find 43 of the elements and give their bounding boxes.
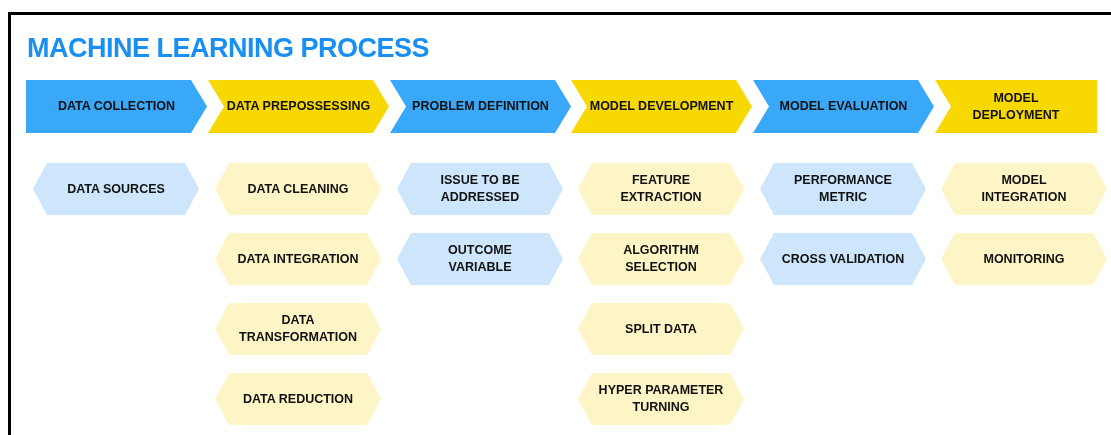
stage-banner: [390, 80, 571, 133]
stage-banner: [935, 80, 1097, 133]
node-label: DATA PREPOSSESSING: [225, 98, 372, 115]
task-hexagon: [215, 233, 381, 285]
stage-banner: [571, 80, 752, 133]
node-label: ALGORITHM SELECTION: [622, 242, 700, 276]
node-label: MODEL DEVELOPMENT: [588, 98, 735, 115]
node-label: DATA CLEANING: [246, 180, 350, 198]
node-label: DATA TRANSFORMATION: [238, 312, 358, 346]
task-hexagon: [578, 303, 744, 355]
task-hexagon: [578, 163, 744, 215]
node-label: DATA SOURCES: [66, 180, 166, 198]
task-hexagon: [33, 163, 199, 215]
node-label: FEATURE EXTRACTION: [619, 172, 703, 206]
task-hexagon: [215, 373, 381, 425]
node-label: CROSS VALIDATION: [780, 250, 906, 268]
node-label: MODEL DEPLOYMENT: [971, 89, 1061, 124]
stage-banner: [208, 80, 389, 133]
node-label: SPLIT DATA: [624, 320, 698, 338]
node-label: DATA COLLECTION: [56, 98, 177, 115]
task-hexagon: [397, 233, 563, 285]
stage-banner: [753, 80, 934, 133]
node-label: OUTCOME VARIABLE: [447, 242, 513, 276]
task-hexagon: [578, 373, 744, 425]
task-hexagon: [941, 163, 1107, 215]
task-hexagon: [215, 303, 381, 355]
task-hexagon: [760, 233, 926, 285]
task-hexagon: [215, 163, 381, 215]
task-hexagon: [397, 163, 563, 215]
node-label: MONITORING: [982, 250, 1066, 268]
node-label: MODEL INTEGRATION: [980, 172, 1068, 206]
node-label: DATA INTEGRATION: [236, 250, 360, 268]
node-label: PROBLEM DEFINITION: [411, 98, 550, 115]
task-hexagon: [941, 233, 1107, 285]
title: MACHINE LEARNING PROCESS: [27, 33, 430, 64]
task-hexagon: [578, 233, 744, 285]
stage-banner: [26, 80, 207, 133]
node-label: PERFORMANCE METRIC: [793, 172, 893, 206]
node-label: MODEL EVALUATION: [778, 98, 909, 115]
task-hexagon: [760, 163, 926, 215]
node-label: HYPER PARAMETER TURNING: [597, 382, 725, 416]
node-label: DATA REDUCTION: [241, 390, 355, 408]
node-label: ISSUE TO BE ADDRESSED: [439, 172, 521, 206]
